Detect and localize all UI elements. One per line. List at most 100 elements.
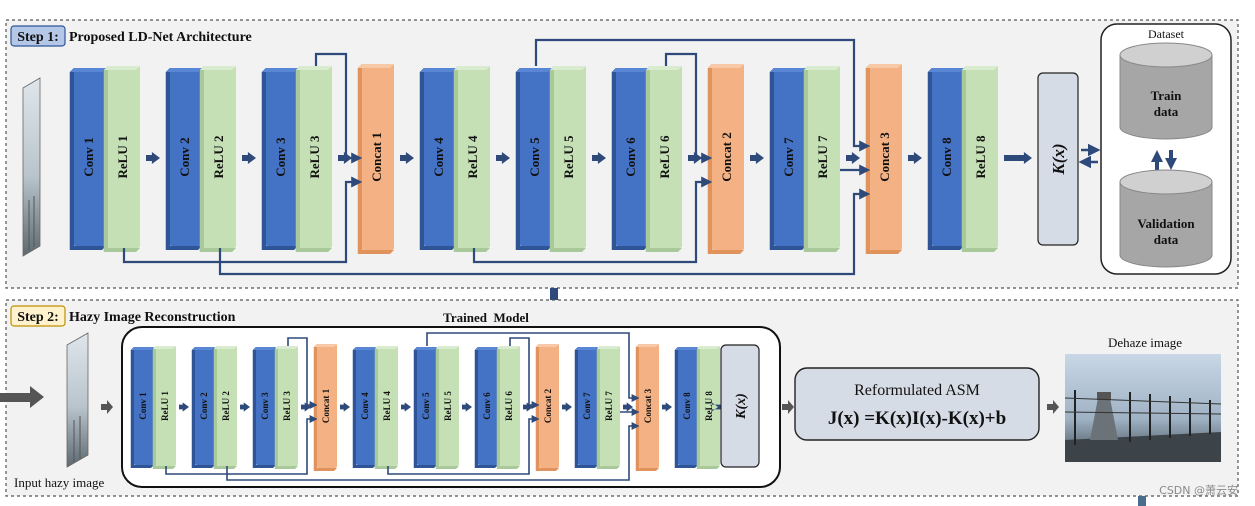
step1-kx-box: K(x) xyxy=(1037,72,1079,246)
label-line: Train xyxy=(1151,88,1183,103)
step1-header: Step 1: Proposed LD-Net Architecture xyxy=(10,25,252,47)
step1-skip-relu3-to-concat1 xyxy=(314,52,363,164)
step1-block-conv-8: Conv 8 xyxy=(927,67,964,251)
step1-block-conv-1: Conv 1 xyxy=(69,67,106,251)
step2-kx-box: K(x) xyxy=(720,344,760,468)
step2-label-concat-1: Concat 1 xyxy=(321,388,331,423)
step2-skip-relu4-to-concat2 xyxy=(387,415,540,475)
step2-block-conv-6: Conv 6 xyxy=(474,346,498,469)
step2-block-conv-7: Conv 7 xyxy=(574,346,598,469)
step2-skip-relu3-to-concat1 xyxy=(287,337,318,409)
input-to-model-arrow xyxy=(101,400,113,414)
step2-label-conv-3: Conv 3 xyxy=(260,392,270,420)
step2-block-relu-2: ReLU 2 xyxy=(213,345,237,470)
step1-label-conv-1: Conv 1 xyxy=(81,137,96,176)
step2-label-conv-7: Conv 7 xyxy=(582,392,592,420)
step1-skip-relu2-to-concat3 xyxy=(218,188,871,276)
step1-skip-relu6-to-concat2 xyxy=(664,52,713,164)
dataset-title: Dataset xyxy=(1148,27,1185,41)
step1-flow-arrow-16 xyxy=(846,152,860,164)
train-validation-arrows xyxy=(1151,150,1177,170)
step2-label-conv-4: Conv 4 xyxy=(360,392,370,420)
step2-badge xyxy=(10,305,66,327)
step2-block-relu-5: ReLU 5 xyxy=(435,345,459,470)
step2-block-concat-3: Concat 3 xyxy=(635,343,659,472)
step2-flow-arrow-9 xyxy=(401,402,411,412)
step2-flow-arrow-6 xyxy=(301,402,311,412)
csdn-watermark: CSDN @萧云安 xyxy=(1159,483,1238,497)
step1-label-relu-5: ReLU 5 xyxy=(561,135,576,178)
step2-label-relu-8: ReLU 8 xyxy=(704,391,714,421)
step1-block-concat-3: Concat 3 xyxy=(865,63,902,255)
step2-skip-relu2-to-concat3 xyxy=(226,422,640,481)
input-hazy-image-label: Input hazy image xyxy=(14,475,104,490)
step1-skip-conv5-to-concat3 xyxy=(534,38,871,152)
dehaze-image xyxy=(1064,354,1222,462)
step1-label-relu-3: ReLU 3 xyxy=(307,135,322,178)
step1-label-concat-3: Concat 3 xyxy=(877,132,892,182)
step2-skip-relu1-to-concat1 xyxy=(165,415,318,475)
label-line: data xyxy=(1154,104,1179,119)
asm-box: Reformulated ASM J(x) =K(x)I(x)-K(x)+b xyxy=(794,367,1040,441)
step2-block-relu-8: ReLU 8 xyxy=(696,345,720,470)
step2-block-relu-6: ReLU 6 xyxy=(496,345,520,470)
step2-input-image xyxy=(66,332,89,468)
step2-flow-arrow-7 xyxy=(340,402,350,412)
step1-badge xyxy=(10,25,66,47)
step2-skip-relu6-to-concat2 xyxy=(509,337,540,409)
step1-block-conv-5: Conv 5 xyxy=(515,67,552,251)
label-line: Validation xyxy=(1137,216,1195,231)
step1-flow-arrow-7 xyxy=(400,152,414,164)
model-to-asm-arrow xyxy=(782,400,794,414)
step2-label-conv-2: Conv 2 xyxy=(199,392,209,420)
step1-label-concat-1: Concat 1 xyxy=(369,132,384,181)
asm-formula: J(x) =K(x)I(x)-K(x)+b xyxy=(828,408,1006,429)
step2-block-relu-7: ReLU 7 xyxy=(596,345,620,470)
step1-block-conv-2: Conv 2 xyxy=(165,67,202,251)
step2-badge-text: Step 2: xyxy=(17,310,59,325)
step2-header: Step 2: Hazy Image Reconstruction xyxy=(10,305,236,327)
step2-block-concat-2: Concat 2 xyxy=(535,343,559,472)
step1-label-conv-7: Conv 7 xyxy=(781,137,796,177)
step1-skip-relu4-to-concat2 xyxy=(472,176,713,264)
step2-block-relu-3: ReLU 3 xyxy=(274,345,298,470)
step2-label-conv-6: Conv 6 xyxy=(482,392,492,420)
step1-label-relu-6: ReLU 6 xyxy=(657,135,672,178)
dehaze-image-label: Dehaze image xyxy=(1108,335,1182,350)
step1-flow-arrow-4 xyxy=(242,152,256,164)
step2-flow-arrow-13 xyxy=(523,402,533,412)
step1-label-conv-6: Conv 6 xyxy=(623,137,638,177)
step2-flow-arrow-14 xyxy=(562,402,572,412)
step1-block-conv-3: Conv 3 xyxy=(261,67,298,251)
step1-label-relu-8: ReLU 8 xyxy=(973,135,988,178)
step1-label-conv-4: Conv 4 xyxy=(431,137,446,177)
step2-label-relu-3: ReLU 3 xyxy=(282,391,292,421)
step1-block-concat-2: Concat 2 xyxy=(707,63,744,255)
step2-skip-conv5-to-concat3 xyxy=(426,332,640,402)
step1-block-relu-8: ReLU 8 xyxy=(961,65,998,253)
label-line: data xyxy=(1154,232,1179,247)
step1-block-relu-3: ReLU 3 xyxy=(295,65,332,253)
step1-label-conv-2: Conv 2 xyxy=(177,137,192,176)
step2-skip-connections xyxy=(165,332,640,481)
step1-label-concat-2: Concat 2 xyxy=(719,132,734,181)
step1-block-conv-7: Conv 7 xyxy=(769,67,806,251)
step2-block-conv-5: Conv 5 xyxy=(413,346,437,469)
step2-title: Hazy Image Reconstruction xyxy=(69,310,236,325)
step2-arrows xyxy=(179,402,723,412)
step1-label-relu-7: ReLU 7 xyxy=(815,135,830,178)
step1-label-conv-3: Conv 3 xyxy=(273,137,288,177)
step1-skip-relu1-to-concat1 xyxy=(122,176,363,264)
step2-label-conv-8: Conv 8 xyxy=(682,392,692,420)
step2-label-concat-2: Concat 2 xyxy=(543,388,553,423)
asm-to-output-arrow xyxy=(1047,400,1059,414)
step1-block-relu-4: ReLU 4 xyxy=(453,65,490,253)
step2-label-concat-3: Concat 3 xyxy=(643,388,653,423)
trained-model-label: Trained Model xyxy=(443,310,529,325)
